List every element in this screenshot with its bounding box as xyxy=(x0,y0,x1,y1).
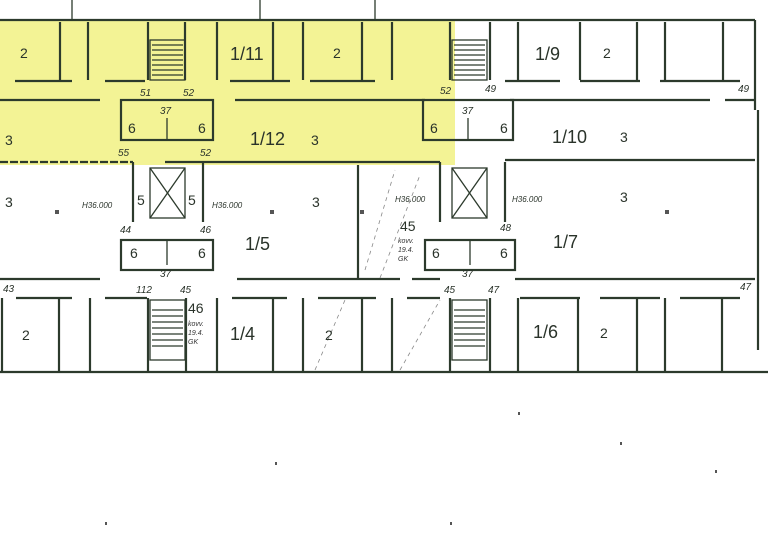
room-label: 2 xyxy=(333,45,341,61)
annotation: 47 xyxy=(488,285,500,296)
annotation: 46 xyxy=(200,225,212,236)
room-label: 1/7 xyxy=(553,232,578,252)
cell-label: 37 xyxy=(462,106,474,117)
annotation: 112 xyxy=(136,285,152,296)
annotation: kovv. 19.4. GK xyxy=(398,238,414,263)
walls xyxy=(0,0,768,525)
cell-label: 6 xyxy=(500,245,508,261)
room-label: 3 xyxy=(5,194,13,210)
room-label: 1/9 xyxy=(535,44,560,64)
room-label: 2 xyxy=(22,327,30,343)
cell-label: 37 xyxy=(462,269,474,280)
annotation: kovv. 19.4. GK xyxy=(188,321,204,346)
annotation: H36.000 xyxy=(395,195,426,204)
cell-label: 6 xyxy=(198,245,206,261)
annotation: 51 xyxy=(140,88,151,99)
room-label: 2 xyxy=(603,45,611,61)
annotation: 43 xyxy=(3,284,15,295)
annotation: 45 xyxy=(444,285,456,296)
annotation: 52 xyxy=(183,88,195,99)
room-label: 2 xyxy=(600,325,608,341)
room-label: 3 xyxy=(311,132,319,148)
room-label: 2 xyxy=(20,45,28,61)
cell-label: 37 xyxy=(160,269,172,280)
annotation: 49 xyxy=(485,84,497,95)
cell-label: 6 xyxy=(500,120,508,136)
room-label: 3 xyxy=(620,129,628,145)
annotation: H36.000 xyxy=(512,195,543,204)
annotation: 44 xyxy=(120,225,132,236)
room-label: 1/5 xyxy=(245,234,270,254)
highlighted-area xyxy=(0,20,455,165)
room-label: 1/4 xyxy=(230,324,255,344)
cell-label: 6 xyxy=(130,245,138,261)
annotation: 52 xyxy=(440,86,452,97)
room-label: 3 xyxy=(5,132,13,148)
core-labels: 6 6 6 6 6 6 6 6 5 5 37 37 37 37 xyxy=(128,106,508,280)
annotation: 45 xyxy=(400,218,416,234)
room-label: 1/6 xyxy=(533,322,558,342)
annotation: 48 xyxy=(500,223,512,234)
room-label: 3 xyxy=(620,189,628,205)
cell-label: 37 xyxy=(160,106,172,117)
annotation: H36.000 xyxy=(82,201,113,210)
annotation: 46 xyxy=(188,300,204,316)
cell-label: 5 xyxy=(137,192,145,208)
annotation: 45 xyxy=(180,285,192,296)
room-labels: 2 1/11 2 1/9 2 3 1/12 3 1/10 3 3 1/5 3 1… xyxy=(5,44,628,344)
annotations: 51 52 52 49 49 55 52 H36.000 H36.000 H36… xyxy=(3,84,752,346)
room-label: 1/10 xyxy=(552,127,587,147)
annotation: 52 xyxy=(200,148,212,159)
cell-label: 6 xyxy=(430,120,438,136)
annotation: 55 xyxy=(118,148,130,159)
cell-label: 6 xyxy=(198,120,206,136)
cell-label: 6 xyxy=(128,120,136,136)
cell-label: 5 xyxy=(188,192,196,208)
annotation: 47 xyxy=(740,282,752,293)
cell-label: 6 xyxy=(432,245,440,261)
annotation: H36.000 xyxy=(212,201,243,210)
room-label: 1/11 xyxy=(230,44,264,64)
annotation: 49 xyxy=(738,84,750,95)
room-label: 1/12 xyxy=(250,129,285,149)
room-label: 3 xyxy=(312,194,320,210)
room-label: 2 xyxy=(325,327,333,343)
